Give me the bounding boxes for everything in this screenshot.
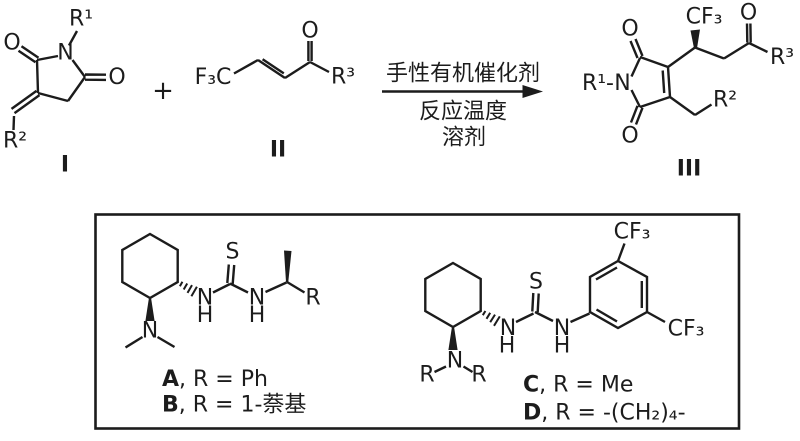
wedge-bond-cf3 <box>690 29 700 49</box>
atom-label-r3: R³ <box>770 45 794 70</box>
atom-label-hydrogen: H <box>197 303 214 328</box>
atom-label-oxygen: O <box>621 124 638 149</box>
atom-label-r3: R³ <box>331 65 355 90</box>
catalyst-letter: C <box>523 372 539 397</box>
compound-II: F₃C O R³ II <box>195 19 355 163</box>
atom-label-sulfur: S <box>529 270 543 295</box>
wedge-bond-amine <box>448 327 458 350</box>
catalyst-letter: B <box>162 392 179 417</box>
atom-label-cf3: CF₃ <box>668 317 705 342</box>
compound-III-bonds <box>629 23 769 125</box>
wedge-bond-methyl <box>284 250 292 283</box>
catalyst-entry-A: A, R = Ph <box>162 367 268 392</box>
atom-label-sulfur: S <box>226 240 240 265</box>
catalyst-AB: S N H N H R N A, R = Ph B, R = 1-萘基 <box>121 232 321 417</box>
atom-label-f3c: F₃C <box>195 65 232 90</box>
atom-label-oxygen: O <box>108 65 125 90</box>
compound-I-bonds <box>10 30 107 131</box>
atom-label-nitrogen: N <box>142 319 158 344</box>
atom-label-hydrogen: H <box>554 334 571 359</box>
atom-label-r2: R² <box>713 88 737 113</box>
catalyst-definition: , R = Me <box>539 372 633 397</box>
arrow-head <box>522 85 543 98</box>
atom-label-nitrogen: N <box>500 316 516 341</box>
compound-II-label: II <box>270 138 286 163</box>
catalyst-letter: A <box>162 367 179 392</box>
atom-label-oxygen: O <box>3 31 20 56</box>
atom-label-cf3: CF₃ <box>686 5 723 30</box>
compound-III-label: III <box>677 157 702 182</box>
catalyst-entry-D: D, R = -(CH₂)₄- <box>523 400 686 425</box>
hash-bond-nh <box>481 310 501 327</box>
atom-label-r: R <box>305 286 320 311</box>
atom-label-nitrogen: N <box>57 41 73 66</box>
atom-label-r: R <box>419 363 434 388</box>
atom-label-nitrogen: N <box>249 286 265 311</box>
catalyst-definition: , R = 1-萘基 <box>179 392 307 417</box>
atom-label-r1: R¹- <box>582 71 614 96</box>
arrow-condition-temperature: 反应温度 <box>419 100 507 125</box>
atom-label-oxygen: O <box>301 19 318 44</box>
catalyst-CD: S N H N H CF₃ CF₃ N R R C, R = Me D, R =… <box>419 220 704 426</box>
hash-bond-nh <box>179 281 198 297</box>
atom-label-nitrogen: N <box>197 286 213 311</box>
atom-label-oxygen: O <box>740 1 757 26</box>
atom-label-r1: R¹ <box>69 7 93 32</box>
catalyst-definition: , R = Ph <box>179 367 268 392</box>
catalyst-AB-bonds <box>121 232 306 349</box>
atom-label-hydrogen: H <box>249 303 266 328</box>
atom-label-r: R <box>471 363 486 388</box>
compound-II-bonds <box>233 41 330 80</box>
atom-label-nitrogen: N <box>447 349 463 374</box>
atom-label-cf3: CF₃ <box>614 220 651 245</box>
atom-label-r2: R² <box>3 129 27 154</box>
reaction-arrow: 手性有机催化剂 反应温度 溶剂 <box>382 62 543 151</box>
compound-I-label: I <box>61 153 69 178</box>
atom-label-oxygen: O <box>621 17 638 42</box>
atom-label-hydrogen: H <box>499 334 516 359</box>
atom-label-nitrogen: N <box>614 71 630 96</box>
catalyst-entry-C: C, R = Me <box>523 372 633 397</box>
plus-sign: + <box>152 76 174 106</box>
catalyst-entry-B: B, R = 1-萘基 <box>162 392 306 417</box>
catalyst-box: S N H N H R N A, R = Ph B, R = 1-萘基 S N … <box>94 213 741 430</box>
catalyst-CD-bonds <box>424 243 666 374</box>
arrow-condition-solvent: 溶剂 <box>442 126 486 151</box>
arrow-condition-catalyst: 手性有机催化剂 <box>386 62 540 87</box>
compound-III: R¹- N O O CF₃ O R³ R² III <box>582 1 794 182</box>
catalyst-definition: , R = -(CH₂)₄- <box>541 400 685 425</box>
catalyst-letter: D <box>523 400 541 425</box>
compound-I: O O N R¹ R² I <box>3 7 126 178</box>
catalyst-box-border <box>94 213 741 430</box>
wedge-bond-amine <box>145 298 155 321</box>
atom-label-nitrogen: N <box>554 316 570 341</box>
